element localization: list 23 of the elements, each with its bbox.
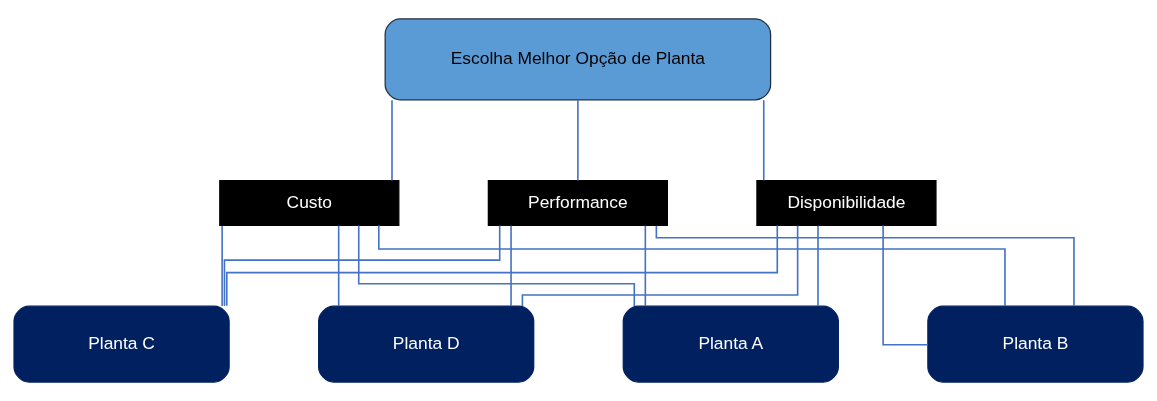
- node-box: Disponibilidade: [756, 180, 937, 226]
- connector: [655, 224, 1075, 307]
- connector: [221, 224, 223, 307]
- connector: [762, 99, 765, 182]
- node-box: Planta D: [318, 305, 535, 383]
- connector: [882, 224, 929, 346]
- connector: [644, 224, 647, 307]
- connector: [337, 224, 340, 307]
- node-box: Planta B: [927, 305, 1144, 383]
- connector: [378, 224, 1006, 307]
- connector: [391, 99, 393, 182]
- connector: [226, 224, 779, 307]
- connector: [510, 224, 512, 307]
- connector: [223, 224, 501, 307]
- connector: [521, 224, 799, 307]
- node-box: Escolha Melhor Opção de Planta: [384, 18, 772, 101]
- node-box: Performance: [487, 180, 668, 226]
- connector: [817, 224, 819, 307]
- connector: [357, 224, 636, 307]
- connector: [577, 99, 579, 182]
- node-box: Custo: [219, 180, 400, 226]
- node-box: Planta A: [622, 305, 839, 383]
- node-box: Planta C: [13, 305, 230, 383]
